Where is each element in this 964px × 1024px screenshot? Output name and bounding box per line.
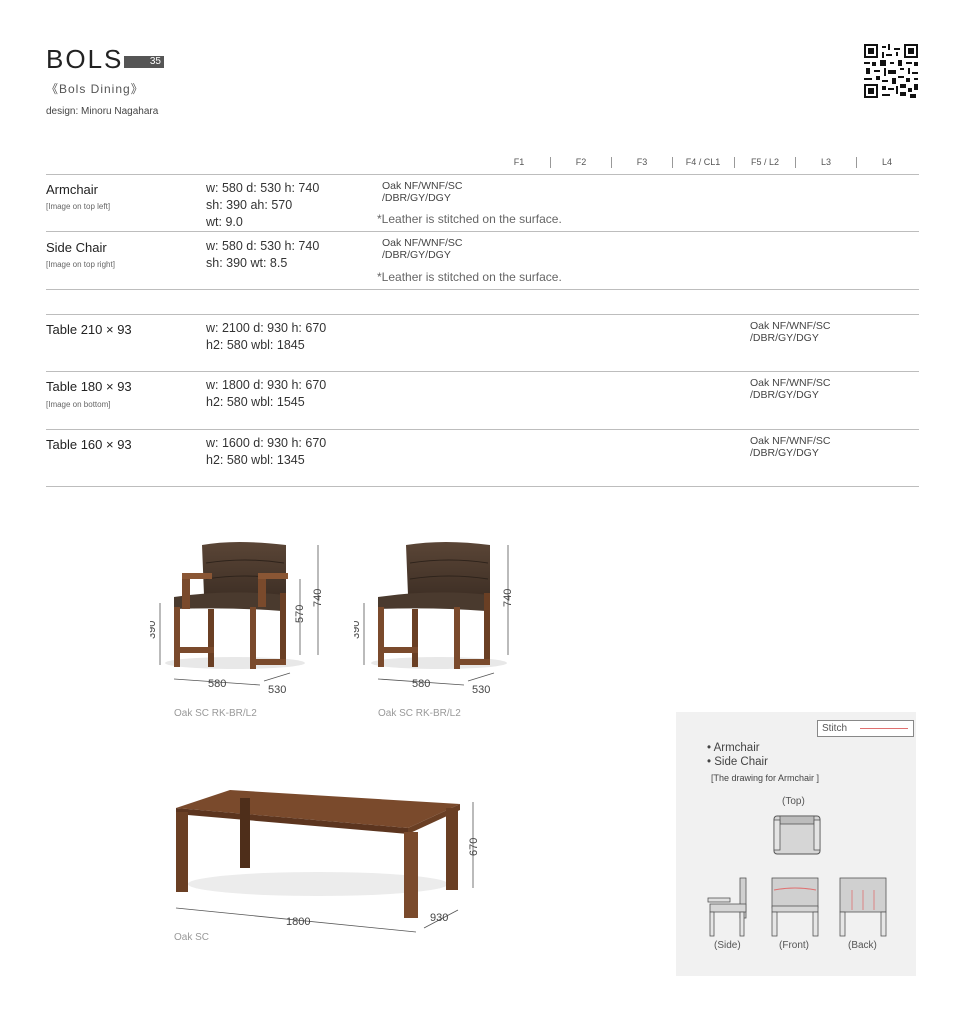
column-separator [795,157,796,168]
product-title: BOLS [46,44,124,74]
table-h-label: 670 [468,838,480,856]
product-name: Side Chair [46,240,107,255]
column-separator [611,157,612,168]
column-header-l3: L3 [820,157,831,167]
product-note: [Image on bottom] [46,400,111,409]
sidechair-sh-label: 390 [354,621,362,639]
product-name: Armchair [46,182,99,197]
dimension-line: w: 1800 d: 930 h: 670 [206,378,327,392]
subtitle: 《Bols Dining》 [46,82,144,96]
finish-line: Oak NF/WNF/SC [382,237,463,249]
dimension-line: w: 580 d: 530 h: 740 [206,239,320,253]
sidechair-h-label: 740 [502,589,514,607]
finish-options: Oak NF/WNF/SC /DBR/GY/DGY [382,237,463,261]
finish-line: /DBR/GY/DGY [750,332,819,344]
view-label-front: (Front) [779,940,809,951]
column-header-f5-l2: F5 / L2 [750,157,779,167]
dimension-line: h2: 580 wbl: 1345 [206,453,305,467]
finish-options: Oak NF/WNF/SC /DBR/GY/DGY [750,377,831,401]
dimension-line: w: 580 d: 530 h: 740 [206,181,320,195]
column-separator [550,157,551,168]
finish-line: Oak NF/WNF/SC [750,320,831,332]
armchair-w-label: 580 [208,678,226,690]
dimension-line: w: 2100 d: 930 h: 670 [206,321,327,335]
column-header-f2: F2 [575,157,587,167]
stitch-item: • Side Chair [707,756,768,768]
page-number: 35 [124,56,164,68]
table-rule [46,231,919,232]
view-label-side: (Side) [714,940,741,951]
finish-options: Oak NF/WNF/SC /DBR/GY/DGY [750,320,831,344]
product-dimensions: w: 1600 d: 930 h: 670 h2: 580 wbl: 1345 [206,435,326,469]
side-chair-image: 390 740 580 530 [354,542,514,696]
product-dimensions: w: 1800 d: 930 h: 670 h2: 580 wbl: 1545 [206,377,326,411]
column-separator [734,157,735,168]
view-label-top: (Top) [782,796,805,807]
table-rule [46,289,919,290]
table-rule [46,486,919,487]
table-rule [46,174,919,175]
armchair-image: 390 570 740 580 530 [150,542,324,696]
column-header-f4-cl1: F4 / CL1 [685,157,721,167]
finish-line: Oak NF/WNF/SC [750,435,831,447]
qr-code-icon[interactable] [864,44,918,98]
product-name: Table 160 × 93 [46,437,132,452]
armchair-h-label: 740 [312,589,324,607]
table-rule [46,371,919,372]
armchair-ah-label: 570 [294,605,306,623]
column-header-f1: F1 [513,157,525,167]
dimension-line: sh: 390 wt: 8.5 [206,256,288,270]
side-view-drawing [707,877,747,937]
product-name: Table 210 × 93 [46,322,132,337]
leather-note: *Leather is stitched on the surface. [377,270,562,284]
table-rule [46,429,919,430]
product-dimensions: w: 2100 d: 930 h: 670 h2: 580 wbl: 1845 [206,320,326,354]
dimension-line: wt: 9.0 [206,215,243,229]
designer-credit: design: Minoru Nagahara [46,106,159,117]
table-image: 1800 930 670 [175,790,480,933]
finish-line: /DBR/GY/DGY [382,249,451,261]
front-view-drawing [771,877,819,937]
view-label-back: (Back) [848,940,877,951]
finish-line: Oak NF/WNF/SC [750,377,831,389]
product-note: [Image on top right] [46,260,115,269]
table-d-label: 930 [430,912,448,924]
dimension-line: sh: 390 ah: 570 [206,198,293,212]
finish-line: Oak NF/WNF/SC [382,180,463,192]
finish-options: Oak NF/WNF/SC /DBR/GY/DGY [382,180,463,204]
sidechair-d-label: 530 [472,684,490,696]
product-name: Table 180 × 93 [46,379,132,394]
product-note: [Image on top left] [46,202,111,211]
dimension-line: w: 1600 d: 930 h: 670 [206,436,327,450]
armchair-d-label: 530 [268,684,286,696]
sidechair-w-label: 580 [412,678,430,690]
column-header-l4: L4 [881,157,892,167]
finish-line: /DBR/GY/DGY [750,447,819,459]
table-caption: Oak SC [174,932,210,943]
dimension-line: h2: 580 wbl: 1545 [206,395,305,409]
armchair-caption: Oak SC RK-BR/L2 [174,708,257,719]
column-separator [672,157,673,168]
column-header-f3: F3 [636,157,648,167]
finish-options: Oak NF/WNF/SC /DBR/GY/DGY [750,435,831,459]
product-dimensions: w: 580 d: 530 h: 740 sh: 390 wt: 8.5 [206,238,319,272]
table-rule [46,314,919,315]
table-w-label: 1800 [286,916,310,928]
leather-note: *Leather is stitched on the surface. [377,212,562,226]
top-view-drawing [773,815,821,855]
finish-line: /DBR/GY/DGY [750,389,819,401]
finish-line: /DBR/GY/DGY [382,192,451,204]
dimension-line: h2: 580 wbl: 1845 [206,338,305,352]
back-view-drawing [839,877,887,937]
stitch-legend-line [860,728,908,729]
stitch-item: • Armchair [707,742,760,754]
stitch-subnote: [The drawing for Armchair ] [711,773,820,783]
product-dimensions: w: 580 d: 530 h: 740 sh: 390 ah: 570 wt:… [206,180,319,231]
column-separator [856,157,857,168]
side-chair-caption: Oak SC RK-BR/L2 [378,708,461,719]
armchair-sh-label: 390 [150,621,158,639]
